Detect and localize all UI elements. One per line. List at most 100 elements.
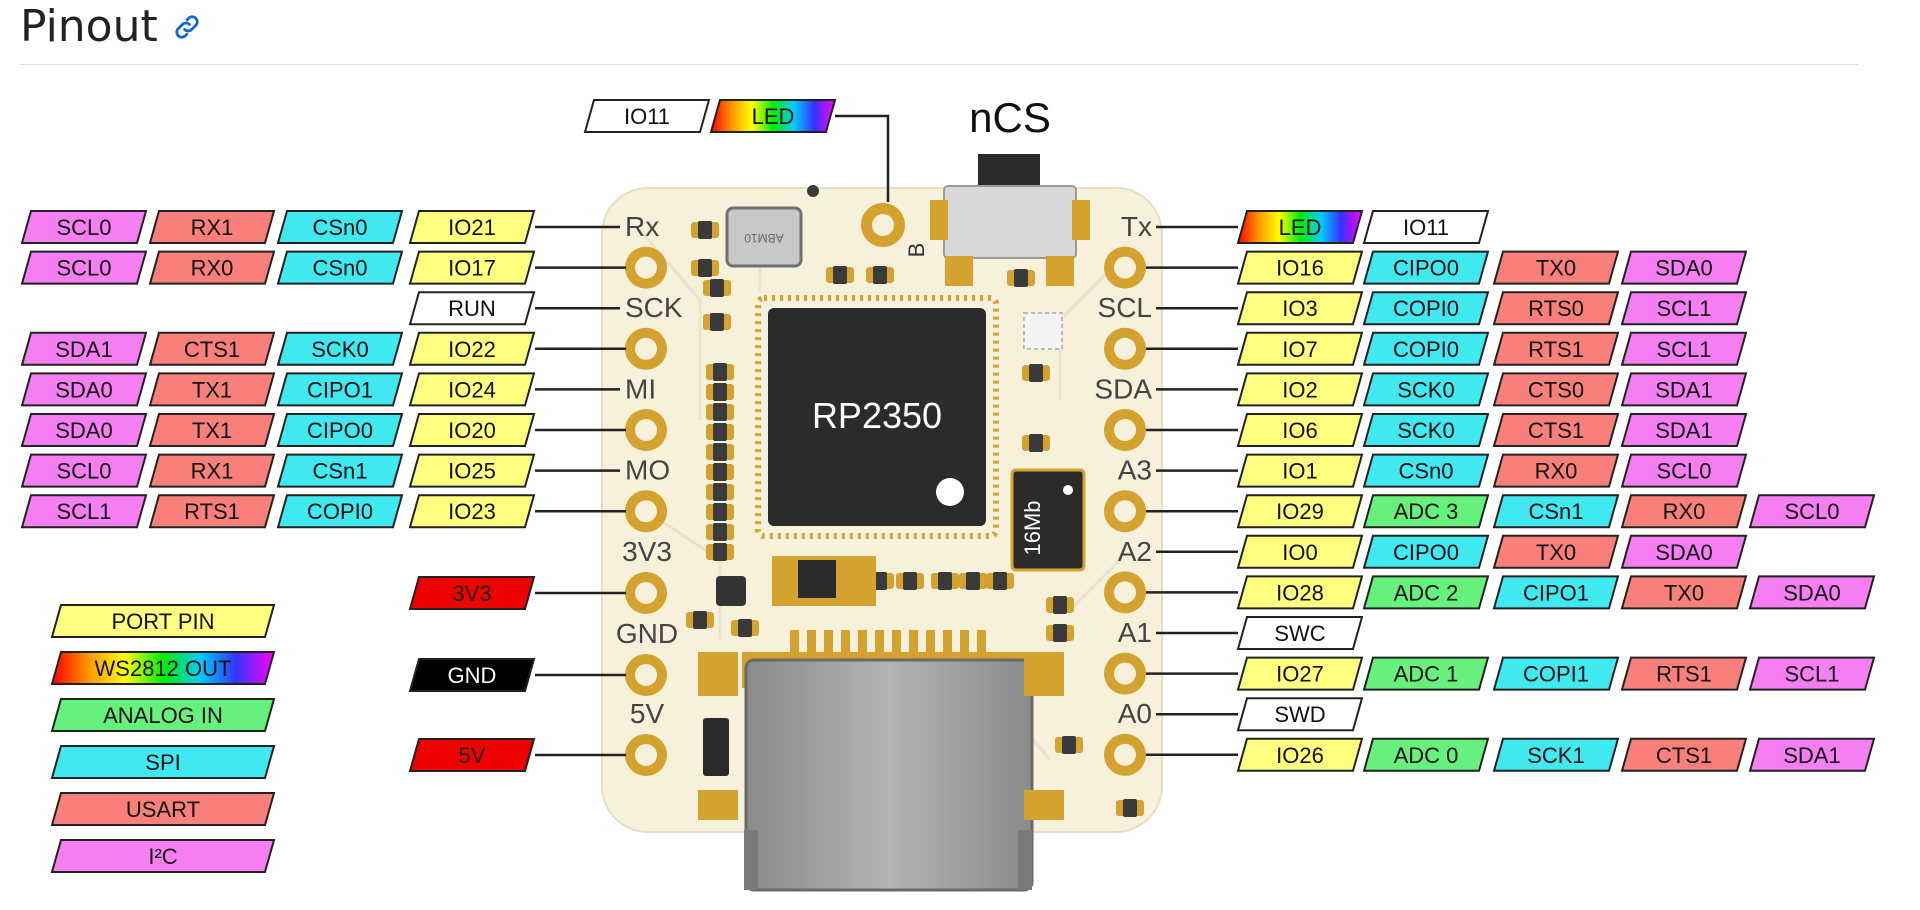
right-label-scl0: SCL0 [1748,494,1876,529]
left-label-rx0-text: RX0 [191,256,234,281]
legend-text: WS2812 OUT [95,656,232,681]
board: ABM10 B RP2350 16Mb RxSCKMIMO3V3GND5VTxS… [601,154,1163,892]
crystal-marking: ABM10 [744,231,784,245]
usb-pin [909,630,918,660]
right-label-adc-0: ADC 0 [1362,737,1490,772]
right-label-tx0: TX0 [1492,534,1620,569]
right-label-io2-text: IO2 [1282,377,1317,402]
legend-item-analog-in: ANALOG IN [50,698,276,732]
right-label-cipo0-shape [1362,250,1490,285]
right-label-swd: SWD [1236,697,1364,732]
right-label-copi0: COPI0 [1362,291,1490,326]
right-label-swc-shape [1236,616,1364,650]
left-label-io22-shape [408,331,536,366]
transistor [716,576,746,606]
right-label-adc-3-shape [1362,494,1490,529]
usb-c-tab-left [744,830,758,890]
right-label-scl0-text: SCL0 [1656,459,1711,484]
crystal [725,206,803,268]
left-label-csn1-text: CSn1 [312,459,367,484]
right-label-sck0-shape [1362,413,1490,447]
right-label-sda0-shape [1748,575,1876,610]
right-label-cipo0-shape [1362,534,1490,569]
right-label-adc-1: ADC 1 [1362,656,1490,691]
smd-part [713,543,727,561]
pin-hole [635,337,657,360]
right-label-io26-text: IO26 [1276,743,1324,768]
right-label-sck0: SCK0 [1362,372,1490,407]
right-label-csn0-text: CSn0 [1398,459,1453,484]
right-label-cipo0-text: CIPO0 [1393,256,1459,281]
left-label-scl0-text: SCL0 [56,256,111,281]
legend-text: USART [126,797,200,822]
smd-part [1029,434,1043,452]
right-label-scl1-shape [1748,656,1876,691]
right-label-rts0: RTS0 [1492,291,1620,326]
left-label-io24-shape [408,372,536,407]
diode [703,718,729,776]
right-label-rts0-text: RTS0 [1528,296,1584,321]
right-label-csn1: CSn1 [1492,494,1620,529]
left-label-tx1: TX1 [148,413,276,447]
right-label-adc-0-text: ADC 0 [1394,743,1459,768]
left-label-io24-text: IO24 [448,377,496,402]
right-label-cts0-shape [1492,372,1620,407]
left-label-sda1-shape [20,331,148,366]
passive-components [686,221,1144,817]
right-label-io26-shape [1236,737,1364,772]
smd-part [713,503,727,521]
pin-hole [635,664,657,686]
right-label-scl1-shape [1620,331,1748,366]
fiducial [807,185,819,197]
left-label-5v: 5V [408,738,536,772]
right-label-rts1: RTS1 [1620,656,1748,691]
left-label-tx1-shape [148,413,276,447]
regulator [798,560,836,598]
left-label-cipo1-text: CIPO1 [307,377,373,402]
smd-part [713,423,727,441]
right-label-rts1: RTS1 [1492,331,1620,366]
led-pad-hole [872,214,894,236]
left-label-io23-text: IO23 [448,499,496,524]
pin-name-a0: A0 [1118,698,1152,729]
right-label-adc-2: ADC 2 [1362,575,1490,610]
right-label-scl1: SCL1 [1620,291,1748,326]
left-label-gnd-text: GND [448,663,497,688]
pin-hole [1114,256,1136,279]
smd-part [713,363,727,381]
right-label-io0: IO0 [1236,534,1364,569]
switch-body [943,185,1077,259]
left-label-sda1: SDA1 [20,331,148,366]
top-label-io11-shape [583,99,711,133]
left-label-cipo0-shape [276,413,404,447]
flash-label: 16Mb [1020,500,1045,555]
left-label-rts1-shape [148,494,276,529]
right-label-sck0-text: SCK0 [1397,418,1454,443]
right-label-scl1-shape [1620,291,1748,326]
left-label-scl1-text: SCL1 [56,499,111,524]
right-label-cipo1: CIPO1 [1492,575,1620,610]
right-label-cipo0: CIPO0 [1362,534,1490,569]
legend-item-port-pin: PORT PIN [50,604,276,638]
usb-c-connector [744,658,1034,892]
right-label-sda1-shape [1748,737,1876,772]
right-label-swc-text: SWC [1274,621,1325,646]
usb-pin [875,630,884,660]
left-label-scl0-text: SCL0 [56,215,111,240]
right-label-tx0-text: TX0 [1536,256,1576,281]
left-label-rx1-text: RX1 [191,215,234,240]
left-label-5v-shape [408,738,536,772]
smd-part [1014,269,1028,287]
right-label-sda0-text: SDA0 [1783,580,1840,605]
pin-name-mo: MO [625,455,670,486]
right-label-led-shape [1236,210,1364,244]
usb-pin [807,630,816,660]
left-label-rx0-shape [148,250,276,285]
left-label-copi0-shape [276,494,404,529]
pin-hole [635,256,657,279]
right-label-sck1: SCK1 [1492,737,1620,772]
link-icon[interactable] [172,12,202,42]
left-label-cts1: CTS1 [148,331,276,366]
